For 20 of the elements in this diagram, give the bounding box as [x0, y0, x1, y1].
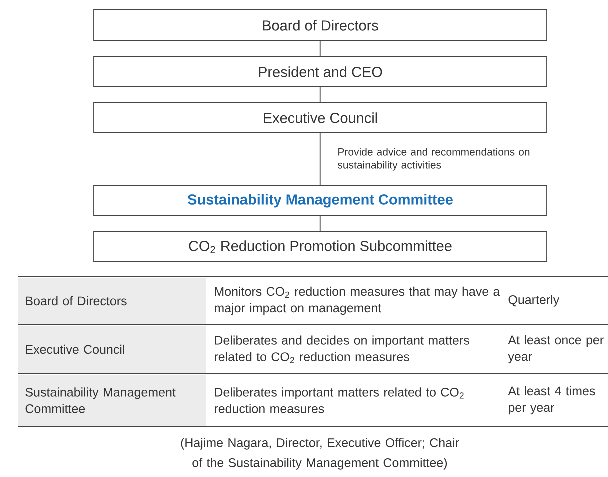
- org-box: CO$_{2}$ Reduction Promotion Subcommittee: [94, 232, 548, 262]
- table-text: Monitors CO$_{2}$ reduction measures that may have a major impact on management: [215, 286, 500, 316]
- table-header-cell: Board of Directors: [18, 278, 206, 324]
- org-box: President and CEO: [94, 56, 548, 88]
- connector-line: [320, 87, 322, 103]
- table-text: At least once per year: [508, 335, 604, 364]
- org-box: Board of Directors: [94, 10, 548, 42]
- table-text: Quarterly: [508, 295, 560, 307]
- table-text: Deliberates and decides on important matters related to CO$_{2}$ reduction measures: [215, 336, 470, 364]
- org-box: Sustainability Management Committee: [94, 186, 548, 216]
- note-text: (Hajime Nagara, Director, Executive Officer; Chair of the Sustainability Management Committee): [181, 438, 460, 470]
- connector-line: [320, 41, 322, 57]
- org-box: Executive Council: [94, 102, 548, 134]
- table-text: Deliberates important matters related to CO$_{2}$ reduction measures: [215, 388, 464, 414]
- edge-label: Provide advice and recommendations on sustainability activities: [338, 148, 530, 171]
- connector-line: [320, 133, 322, 186]
- table-header-cell: Sustainability Management Committee: [18, 375, 206, 426]
- table-text: At least 4 times per year: [508, 386, 596, 415]
- table-header-cell: Executive Council: [18, 326, 206, 373]
- connector-line: [320, 216, 322, 232]
